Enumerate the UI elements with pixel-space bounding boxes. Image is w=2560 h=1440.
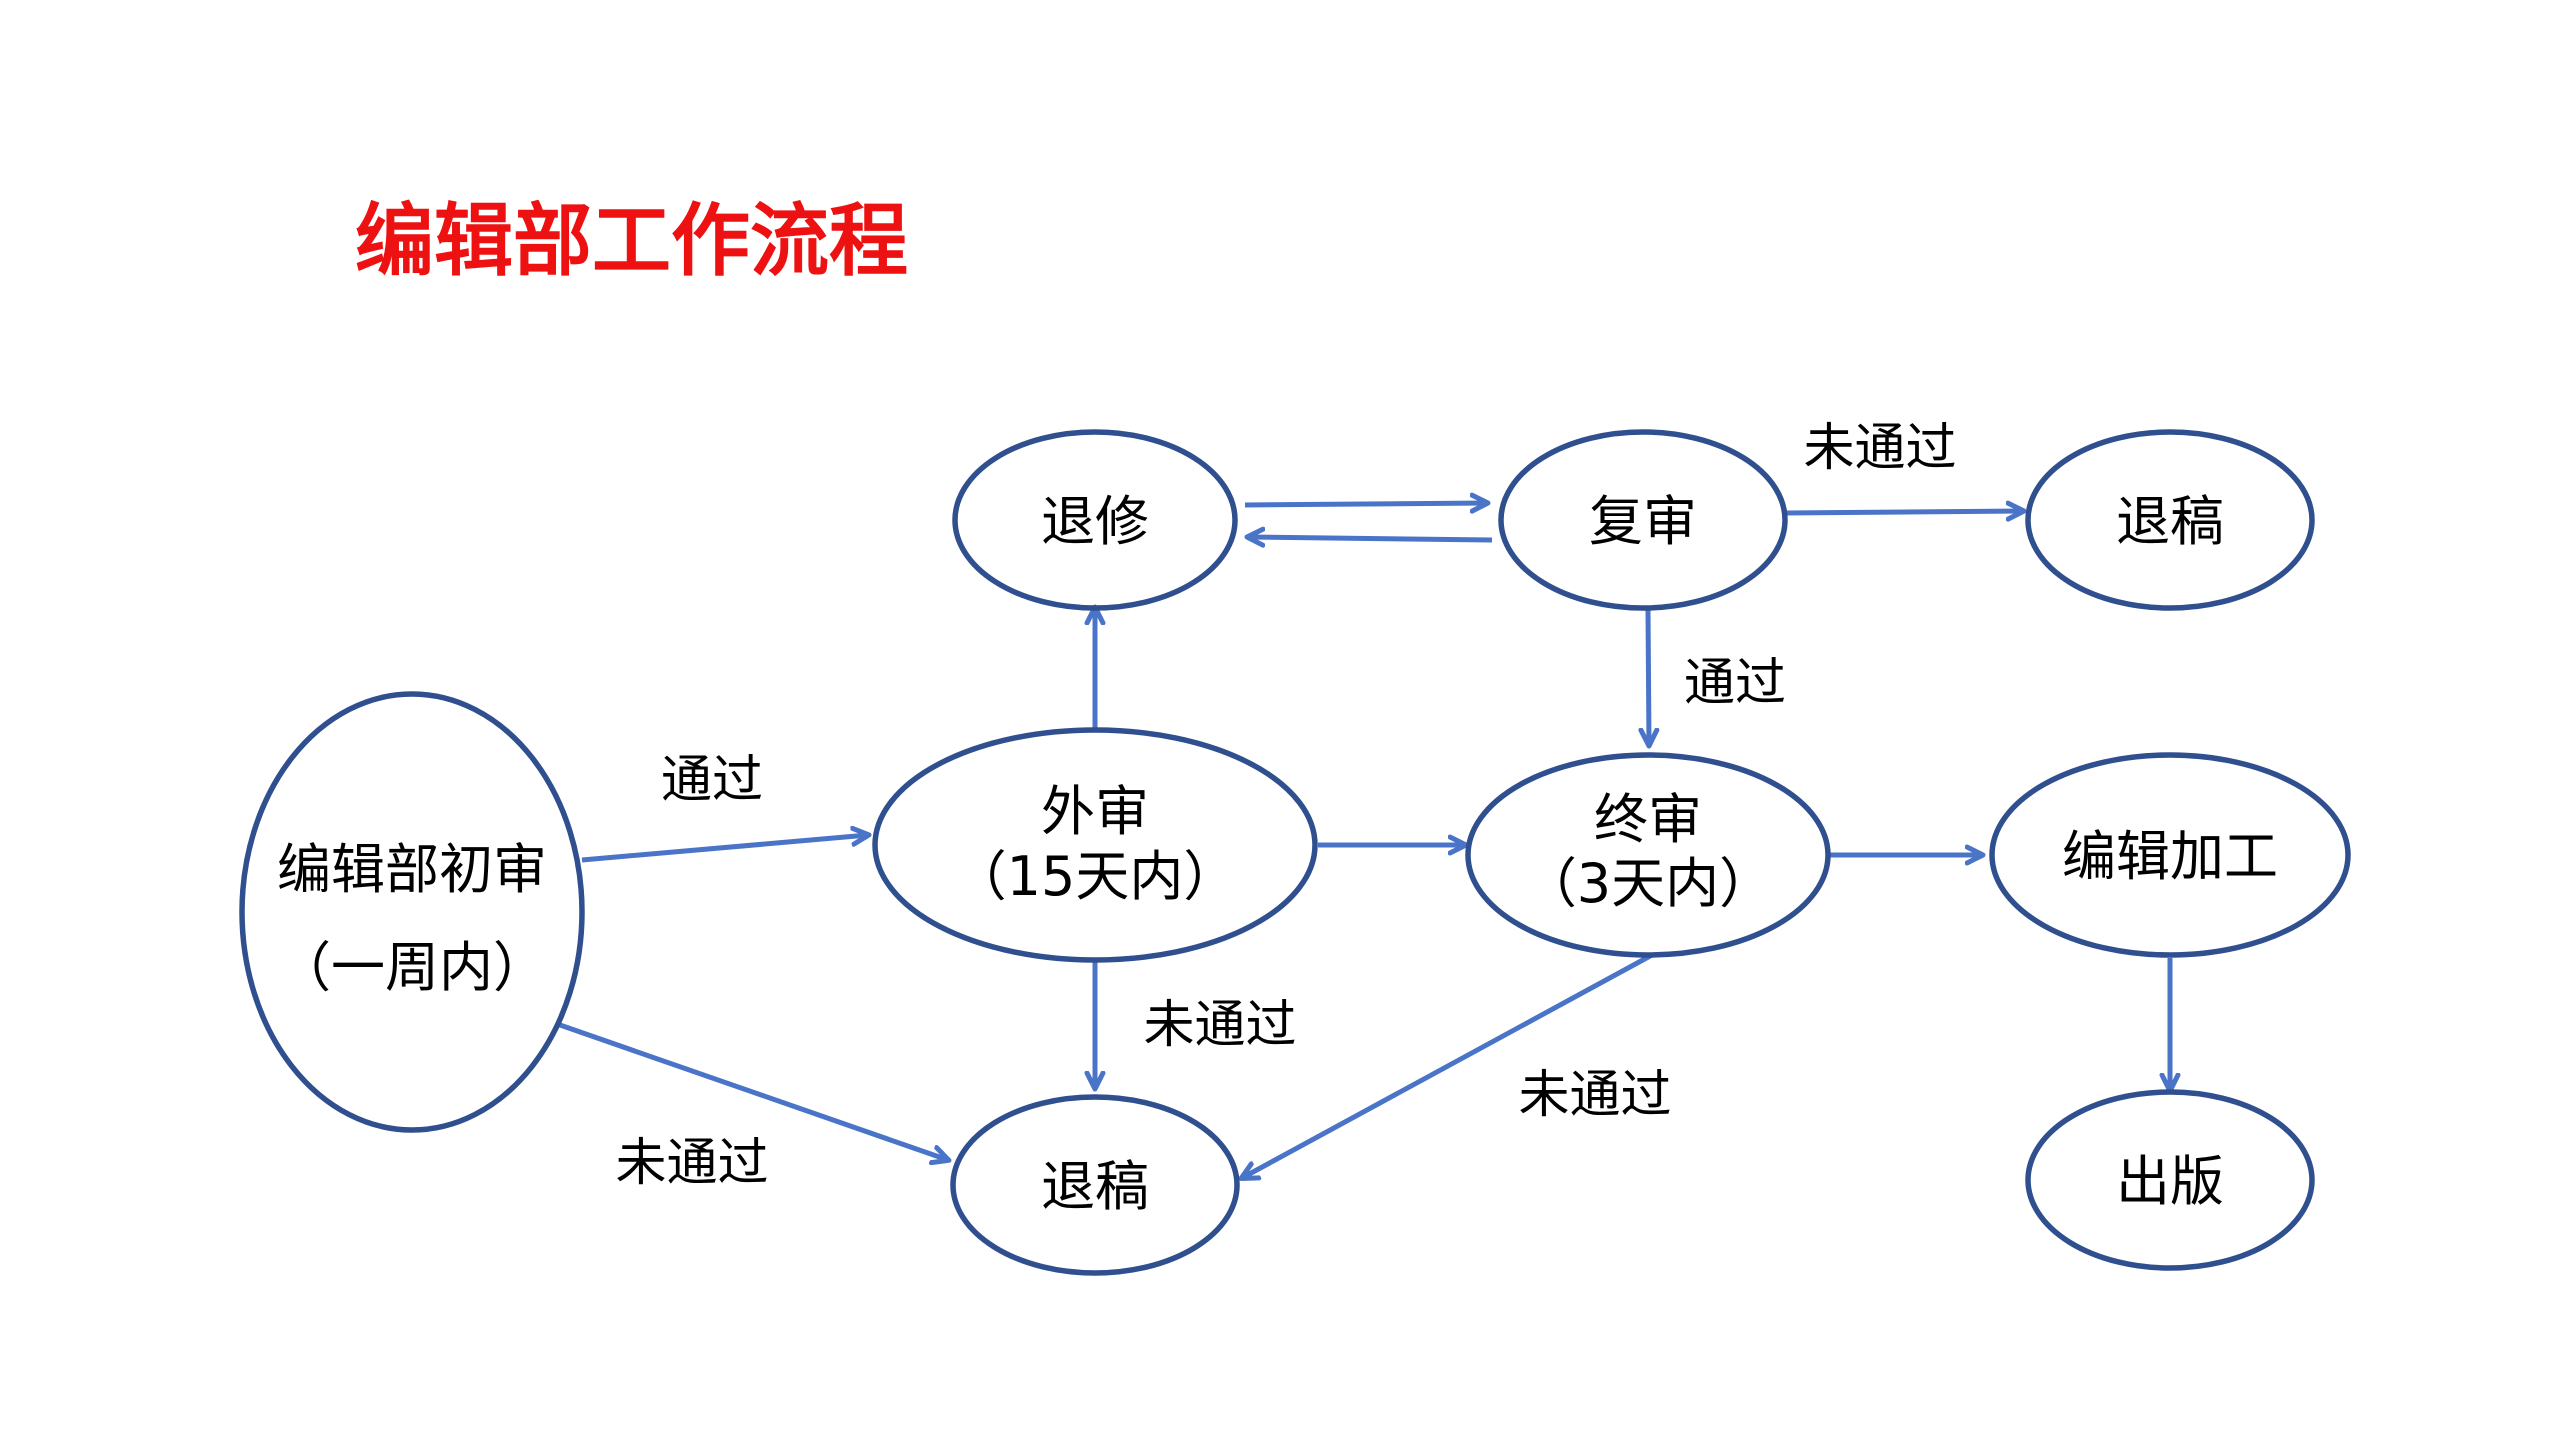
node-revision-label: 退修 [1041,490,1149,553]
node-re-review: 复审 [1498,429,1788,611]
arrow-re-review-to-reject [1784,511,2023,513]
node-revision: 退修 [952,429,1238,611]
node-initial-review-duration: （一周内） [277,936,547,999]
page-title: 编辑部工作流程 [355,195,908,287]
node-final-review: 终审 （3天内） [1465,752,1831,958]
node-reject-top: 退稿 [2025,429,2315,611]
node-final-review-duration: （3天内） [1523,852,1773,915]
node-editing-label: 编辑加工 [2062,825,2278,888]
node-initial-review-label: 编辑部初审 [277,838,547,901]
node-publish-label: 出版 [2116,1150,2224,1213]
arrows [559,503,2170,1178]
node-initial-review: 编辑部初审 （一周内） [239,691,585,1133]
edge-labels: 通过 未通过 未通过 通过 未通过 未通过 [615,419,1956,1193]
label-re-review-fail: 未通过 [1803,419,1956,478]
arrow-initial-to-reject [559,1022,948,1160]
node-final-review-label: 终审 [1594,788,1702,851]
node-reject-bottom-label: 退稿 [1041,1155,1149,1218]
label-initial-pass: 通过 [661,751,763,810]
arrow-re-review-to-final [1648,609,1649,745]
node-publish: 出版 [2025,1089,2315,1271]
node-editing: 编辑加工 [1989,752,2351,958]
nodes: 编辑部初审 （一周内） 外审 （15天内） 退修 复审 退稿 终审 （3天内） [239,429,2351,1276]
arrow-revision-to-re-review [1244,503,1487,505]
node-reject-top-label: 退稿 [2116,490,2224,553]
node-external-review: 外审 （15天内） [872,727,1318,963]
arrow-final-to-reject [1242,952,1654,1178]
node-re-review-label: 复审 [1589,490,1697,553]
node-external-review-label: 外审 [1041,780,1149,843]
node-external-review-duration: （15天内） [953,845,1238,908]
label-final-fail: 未通过 [1518,1066,1671,1125]
node-reject-bottom: 退稿 [950,1094,1240,1276]
label-initial-fail: 未通过 [615,1134,768,1193]
label-external-fail: 未通过 [1143,996,1296,1055]
label-re-review-pass: 通过 [1684,654,1786,713]
arrow-re-review-to-revision [1248,537,1493,540]
arrow-initial-to-external [581,835,868,863]
